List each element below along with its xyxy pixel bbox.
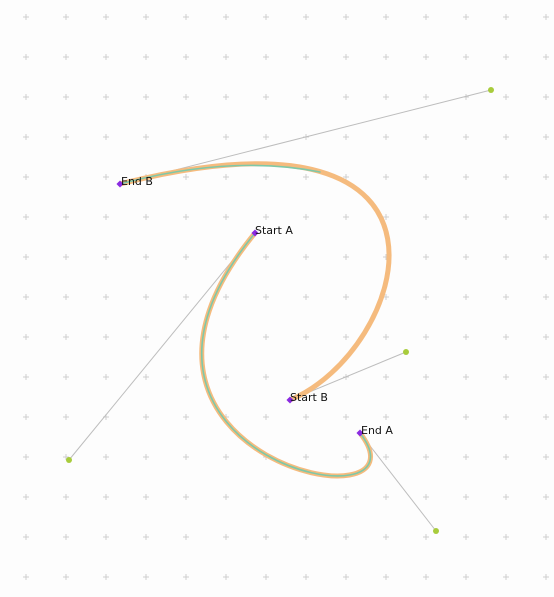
curve-b[interactable]	[117, 161, 392, 403]
curve-a-core	[200, 232, 372, 477]
anchor-end-a[interactable]	[356, 429, 364, 437]
control-point-end-b[interactable]	[488, 87, 494, 93]
anchor-start-a[interactable]	[251, 229, 259, 237]
label-start-b: Start B	[290, 391, 328, 404]
control-point-start-b[interactable]	[403, 349, 409, 355]
curve-a-outline[interactable]	[199, 230, 373, 479]
label-end-b: End B	[121, 175, 153, 188]
label-end-a: End A	[361, 424, 393, 437]
curve-b-core	[119, 164, 321, 185]
handle-line-end-a	[359, 432, 437, 532]
control-point-start-a[interactable]	[66, 457, 72, 463]
anchor-start-b[interactable]	[286, 396, 294, 404]
control-point-end-a[interactable]	[433, 528, 439, 534]
label-start-a: Start A	[255, 224, 293, 237]
anchor-end-b[interactable]	[116, 180, 124, 188]
handle-line-start-a	[68, 232, 256, 461]
background-grid	[23, 14, 549, 580]
